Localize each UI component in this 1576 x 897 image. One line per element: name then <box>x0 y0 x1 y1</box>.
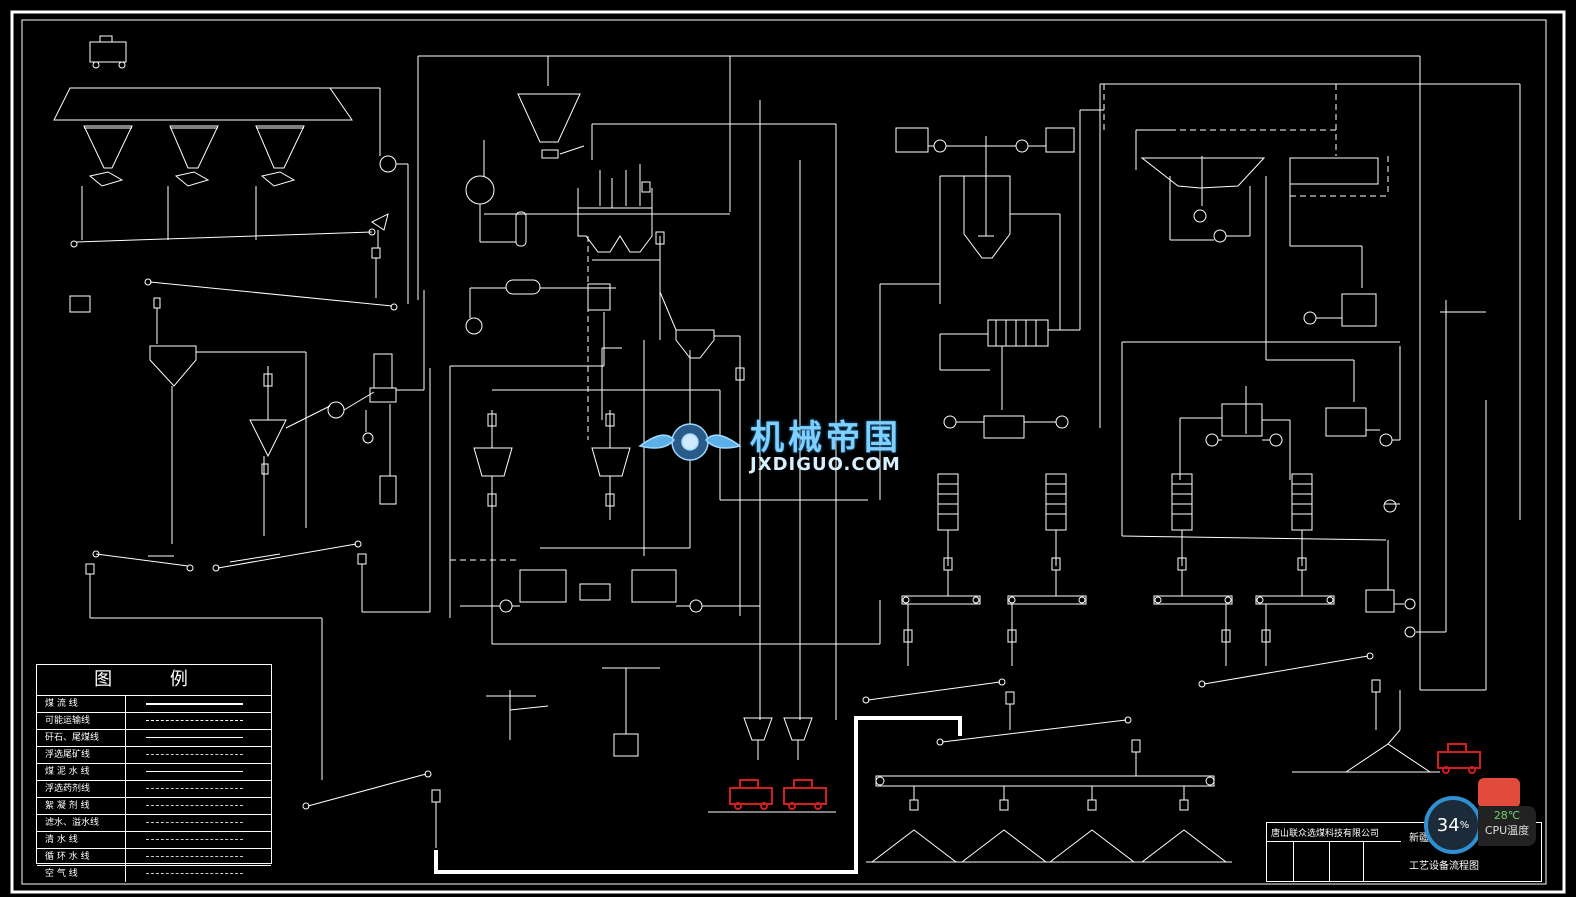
legend-row: 浮选药剂线 <box>37 781 271 798</box>
cpu-usage-unit: % <box>1459 819 1470 831</box>
legend-row: 煤 泥 水 线 <box>37 764 271 781</box>
legend-title: 图 例 <box>37 665 271 696</box>
legend-row: 清 水 线 <box>37 832 271 849</box>
title-block-grid <box>1267 841 1401 882</box>
drawing-title: 工艺设备流程图 <box>1409 861 1479 872</box>
legend-label: 煤 流 线 <box>37 696 126 712</box>
project-name: 新疆某 <box>1409 833 1439 844</box>
legend-row: 矸石、尾煤线 <box>37 730 271 747</box>
cpu-temperature-panel: 28℃ CPU温度 <box>1478 806 1536 846</box>
legend-label: 清 水 线 <box>37 832 126 848</box>
legend-label: 絮 凝 剂 线 <box>37 798 126 814</box>
legend-row: 絮 凝 剂 线 <box>37 798 271 815</box>
legend-label: 浮选药剂线 <box>37 781 126 797</box>
legend-row: 空 气 线 <box>37 866 271 882</box>
cpu-usage-value: 34 <box>1436 814 1460 836</box>
filter-press-407 <box>1045 473 1067 531</box>
legend-label: 滤水、溢水线 <box>37 815 126 831</box>
legend-label: 浮选尾矿线 <box>37 747 126 763</box>
watermark-cn: 机械帝国 <box>750 418 902 458</box>
filter-press-608 <box>1291 473 1313 531</box>
cpu-temperature-value: 28℃ <box>1493 809 1521 822</box>
legend-label: 矸石、尾煤线 <box>37 730 126 746</box>
cpu-temperature-label: CPU温度 <box>1484 824 1530 837</box>
legend-table: 图 例 煤 流 线 可能运输线 矸石、尾煤线 浮选尾矿线 煤 泥 水 线 浮选药… <box>36 664 272 882</box>
legend-label: 可能运输线 <box>37 713 126 729</box>
inner-frame <box>21 19 1547 885</box>
app-badge-icon[interactable] <box>1478 778 1520 808</box>
legend-row: 循 环 水 线 <box>37 849 271 866</box>
outer-frame <box>10 10 1566 894</box>
legend-label: 煤 泥 水 线 <box>37 764 126 780</box>
cpu-usage-ring: 34% <box>1424 796 1482 854</box>
legend-label: 循 环 水 线 <box>37 849 126 865</box>
legend-row: 滤水、溢水线 <box>37 815 271 832</box>
watermark: 机械帝国 JXDIGUO.COM <box>640 410 940 480</box>
watermark-logo <box>638 423 742 461</box>
cpu-monitor-widget[interactable]: 34% 28℃ CPU温度 <box>1424 796 1536 856</box>
company-name: 唐山联众选煤科技有限公司 <box>1271 829 1380 839</box>
legend-row: 浮选尾矿线 <box>37 747 271 764</box>
legend-label: 空 气 线 <box>37 866 126 882</box>
filter-press-607 <box>1171 473 1193 531</box>
filter-press-406 <box>937 473 959 531</box>
watermark-en: JXDIGUO.COM <box>750 454 901 475</box>
legend-row: 煤 流 线 <box>37 696 271 713</box>
legend-row: 可能运输线 <box>37 713 271 730</box>
